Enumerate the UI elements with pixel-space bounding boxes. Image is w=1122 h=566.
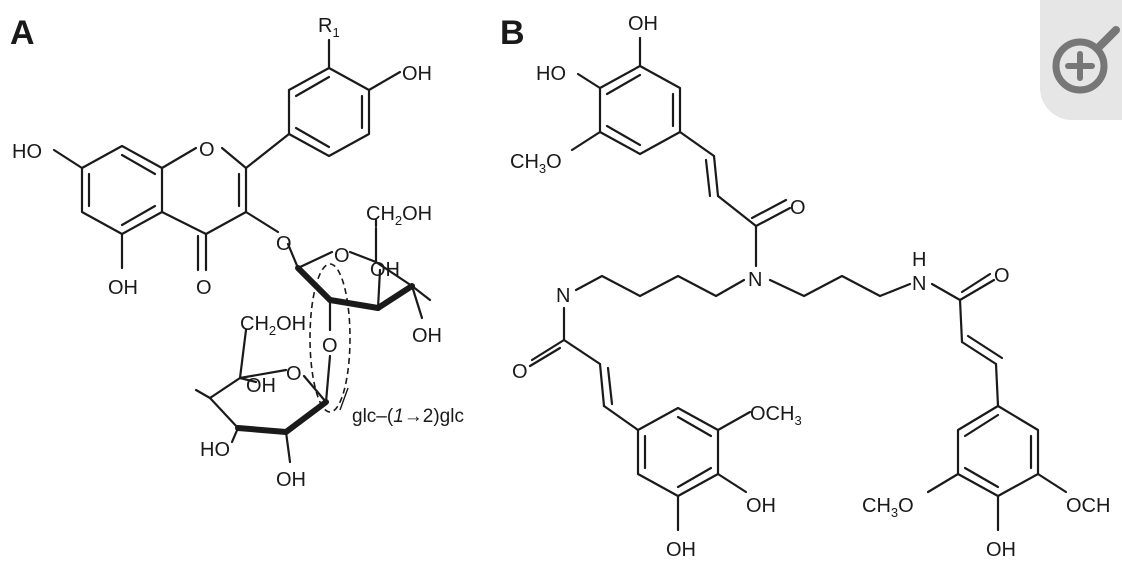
linkage-pointer [339,387,349,411]
lower-ho-label: HO [200,439,230,461]
upper-oh-4-label: OH [412,325,442,347]
glycosidic-oxygen-label: O [276,233,292,255]
b-ring-oh-label: OH [402,63,432,85]
carbonyl-oxygen-label: O [196,277,212,299]
left-och3-label: OCH3 [750,403,802,428]
left-ring-oh-label: OH [746,495,776,517]
right-ring-bottom-oh-label: OH [986,539,1016,561]
panel-b-label: B [500,14,525,52]
panel-a-label: A [10,14,35,52]
right-och-label: OCH [1066,495,1110,517]
oh-5-label: OH [108,277,138,299]
zoom-button[interactable] [1040,0,1122,120]
left-alkyl-chain [574,274,746,298]
top-aromatic-ring [570,36,792,268]
panel-a: A R1 OH [10,14,464,491]
right-carbonyl-o-label: O [994,265,1010,287]
linkage-oxygen-label: O [322,335,338,357]
right-nh-label: N [912,273,926,295]
right-bottom-aromatic-ring [926,404,1068,532]
upper-ring-oxygen-label: O [334,245,350,267]
chromone-core [52,132,291,272]
linkage-highlight-ellipse [309,263,351,413]
lower-oh-bottom-label: OH [276,469,306,491]
top-ho-label: HO [536,63,566,85]
b-ring [287,38,402,158]
top-ch3o-label: CH3O [510,151,562,176]
left-bottom-aromatic-ring [636,406,752,532]
right-nh-h-label: H [912,249,926,271]
left-amide-branch [528,306,640,432]
panel-b: B OH HO CH3O O N N [500,13,1110,561]
ho-7-label: HO [12,141,42,163]
left-ring-bottom-oh-label: OH [666,539,696,561]
central-n-label: N [748,269,762,291]
upper-glucose [286,218,432,320]
lower-ring-oxygen-label: O [286,363,302,385]
right-amide-branch [930,272,1004,408]
lower-glucose [194,328,329,464]
ring-oxygen-label: O [199,139,215,161]
lower-oh-label: OH [246,375,276,397]
r1-label: R1 [318,15,340,40]
right-alkyl-chain [768,274,912,298]
ch2oh-mid-label: CH2OH [240,313,306,338]
upper-oh-label: OH [370,259,400,281]
right-ch3o-label: CH3O [862,495,914,520]
zoom-in-icon [1052,26,1120,94]
left-carbonyl-o-label: O [512,361,528,383]
left-nh-label: N [556,285,570,307]
top-carbonyl-o-label: O [790,197,806,219]
ch2oh-top-label: CH2OH [366,203,432,228]
linkage-label: glc–(1→2)glc [352,406,464,427]
top-oh-label: OH [628,13,658,35]
